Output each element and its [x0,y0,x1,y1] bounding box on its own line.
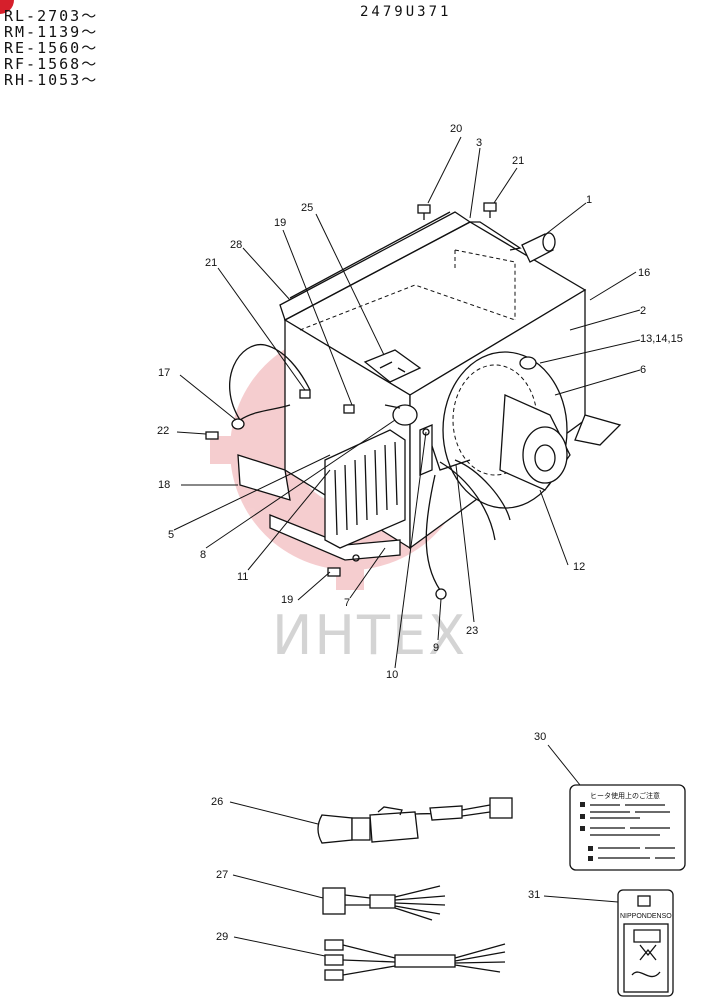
callout: 13,14,15 [640,333,683,345]
callout: 19 [274,217,286,229]
caution-card-30: ヒータ使用上のご注意 [547,744,686,871]
callout: 25 [301,202,313,214]
callout-labels: 1 2 3 5 6 7 8 9 10 11 12 13,14,15 16 17 … [157,123,683,943]
model-code: RL-2703〜 [4,7,99,25]
screw-22 [205,431,219,440]
callout: 19 [281,594,293,606]
harness-29 [233,936,506,981]
callout: 22 [157,425,169,437]
callout: 9 [433,642,439,654]
callout: 6 [640,364,646,376]
blower-motor [442,351,571,509]
callout: 3 [476,137,482,149]
callout: 27 [216,869,228,881]
outlet-pipe [521,232,556,263]
screw-21-top [483,202,497,218]
callout: 11 [237,571,248,583]
callout: 20 [450,123,462,135]
callout: 8 [200,549,206,561]
callout: 23 [466,625,478,637]
card-title: ヒータ使用上のご注意 [590,791,660,800]
wire-harness [229,344,511,600]
callout: 10 [386,669,398,681]
connector-27 [232,874,446,921]
drawing-code: 2479U371 [360,4,452,20]
callout: 7 [344,597,350,609]
callout: 16 [638,267,650,279]
side-plate [237,454,291,501]
callout: 21 [512,155,524,167]
callout: 1 [586,194,592,206]
model-code: RM-1139〜 [4,23,99,41]
callout: 21 [205,257,217,269]
screw-20 [417,204,431,220]
screw-21-left [299,389,311,399]
watermark-text: ИНТЕХ [272,604,468,667]
callout: 18 [158,479,170,491]
callout: 26 [211,796,223,808]
model-list: RL-2703〜 RM-1139〜 RE-1560〜 RF-1568〜 RH-1… [4,8,98,88]
callout: 31 [528,889,540,901]
callout: 12 [573,561,585,573]
switch-knob [384,404,418,426]
model-code: RE-1560〜 [4,39,99,57]
screw-19-top [343,404,355,414]
model-code: RH-1053〜 [4,71,99,89]
callout: 29 [216,931,228,943]
label-plate-25 [363,349,422,383]
control-plate-31: NIPPONDENSO [543,889,674,997]
callout: 30 [534,731,546,743]
model-code: RF-1568〜 [4,55,99,73]
control-switch-26 [229,797,513,844]
screw-19-bottom [327,567,341,577]
radiator-fins [324,429,406,549]
callout: 2 [640,305,646,317]
callout: 28 [230,239,242,251]
callout: 5 [168,529,174,541]
callout: 17 [158,367,170,379]
card-brand: NIPPONDENSO [620,913,672,920]
leader-lines [173,136,641,669]
